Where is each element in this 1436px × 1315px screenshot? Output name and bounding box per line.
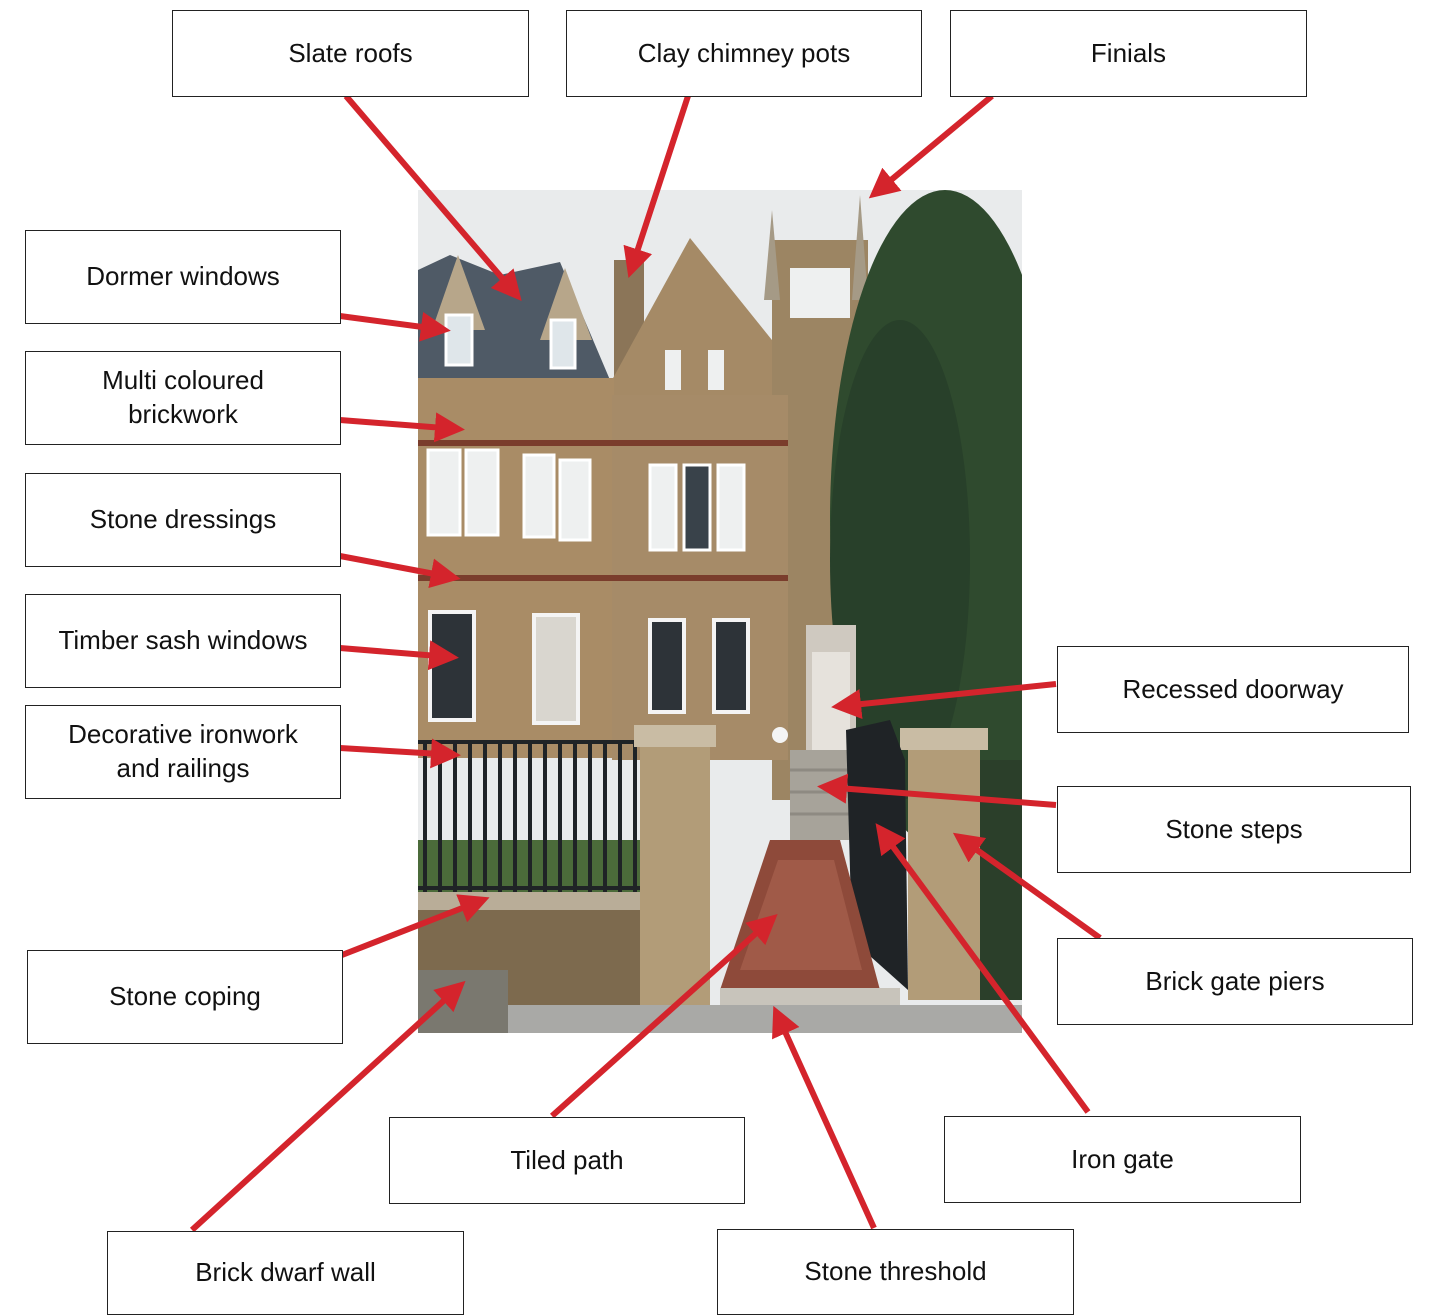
label-text: Finials [1090,37,1167,68]
label-clay-chimney-pots: Clay chimney pots [566,10,922,97]
label-text: Stone dressings [89,504,277,535]
steps [790,750,850,840]
gate-pier-right [908,740,980,1000]
tower-finial-left [764,210,780,300]
label-slate-roofs: Slate roofs [172,10,529,97]
label-brick-gate-piers: Brick gate piers [1057,938,1413,1025]
label-stone-steps: Stone steps [1057,786,1411,873]
label-stone-dressings: Stone dressings [25,473,341,567]
railings [418,740,640,895]
tower-windows [790,268,850,318]
sash-window [428,610,476,722]
label-text: Brick dwarf wall [195,1257,376,1288]
label-text: Slate roofs [288,37,413,68]
label-text: Clay chimney pots [637,37,851,68]
label-stone-coping: Stone coping [27,950,343,1044]
label-text: Timber sash windows [58,625,308,656]
label-text: Stone threshold [804,1256,987,1287]
label-recessed-doorway: Recessed doorway [1057,646,1409,733]
label-finials: Finials [950,10,1307,97]
coping [418,892,640,910]
label-decorative-ironwork: Decorative ironwork and railings [25,705,341,799]
label-multi-coloured-brickwork: Multi coloured brickwork [25,351,341,445]
label-tiled-path: Tiled path [389,1117,745,1204]
label-text: Stone coping [109,981,261,1012]
gate-pier-left [640,735,710,1005]
label-brick-dwarf-wall: Brick dwarf wall [107,1231,464,1315]
label-dormer-windows: Dormer windows [25,230,341,324]
tree-shade [830,320,970,800]
label-text: Dormer windows [86,261,280,292]
label-text: Iron gate [1071,1143,1174,1174]
dormer-window-1 [444,313,474,367]
pavement [418,1005,1022,1033]
label-text: Stone steps [1165,813,1303,844]
label-text: Recessed doorway [1122,673,1344,704]
label-stone-threshold: Stone threshold [717,1229,1074,1315]
dormer-window-2 [549,318,577,370]
label-text: Multi coloured brickwork [102,365,264,429]
label-text: Tiled path [510,1144,624,1175]
centre-gable [612,238,788,400]
upper-window [426,448,462,537]
label-timber-sash-windows: Timber sash windows [25,594,341,688]
label-text: Decorative ironwork and railings [68,719,298,783]
threshold [720,988,900,1006]
dormer-gable-1 [432,255,485,330]
label-text: Brick gate piers [1145,965,1325,996]
label-iron-gate: Iron gate [944,1116,1301,1203]
tower-finial-right [852,195,868,300]
